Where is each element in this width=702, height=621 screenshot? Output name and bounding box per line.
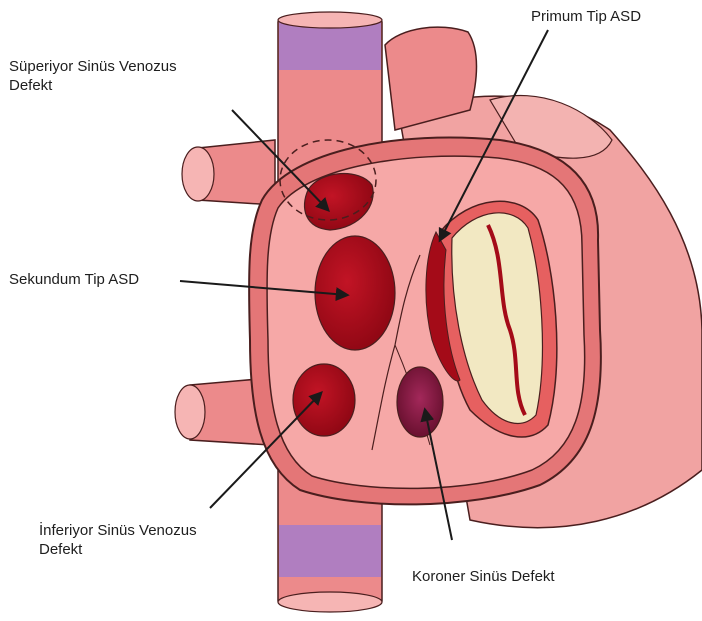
label-coronary-sinus-text: Koroner Sinüs Defekt <box>412 567 555 586</box>
label-primum-text: Primum Tip ASD <box>531 7 641 26</box>
label-superior-sinus-line1: Süperiyor Sinüs Venozus <box>9 57 177 76</box>
label-secundum-text: Sekundum Tip ASD <box>9 270 139 289</box>
label-superior-sinus-line2: Defekt <box>9 76 177 95</box>
inferior-sinus-defect <box>293 364 355 436</box>
superior-vena-cava-band <box>279 22 381 70</box>
pulmonary-vein-lower-opening <box>175 385 205 439</box>
label-inferior-sinus: İnferiyor Sinüs Venozus Defekt <box>39 521 197 559</box>
label-primum: Primum Tip ASD <box>531 7 641 26</box>
pulmonary-vein-upper-opening <box>182 147 214 201</box>
label-inferior-sinus-line1: İnferiyor Sinüs Venozus <box>39 521 197 540</box>
label-inferior-sinus-line2: Defekt <box>39 540 197 559</box>
label-secundum: Sekundum Tip ASD <box>9 270 139 289</box>
superior-vena-cava-opening <box>278 12 382 28</box>
inferior-vena-cava-opening <box>278 592 382 612</box>
label-coronary-sinus: Koroner Sinüs Defekt <box>412 567 555 586</box>
label-superior-sinus: Süperiyor Sinüs Venozus Defekt <box>9 57 177 95</box>
coronary-sinus-defect <box>397 367 443 437</box>
inferior-vena-cava-band <box>279 525 381 577</box>
